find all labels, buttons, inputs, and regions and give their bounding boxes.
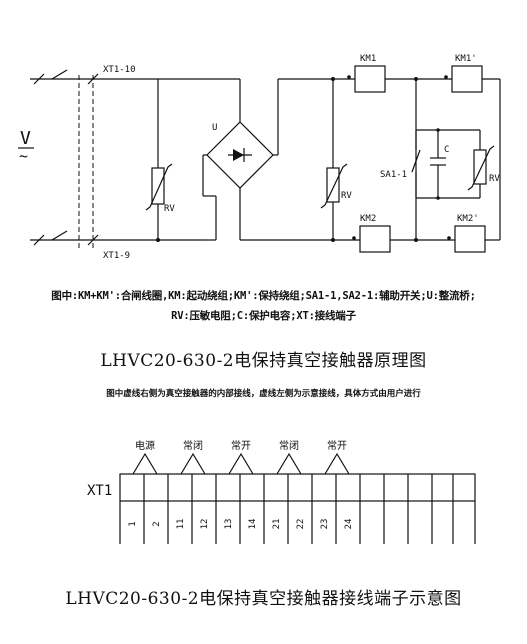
terminal-number: 24	[344, 519, 354, 530]
supply-voltage-label: V	[20, 128, 31, 149]
rv-mid-label: RV	[341, 191, 352, 201]
km1-label: KM1	[360, 54, 376, 64]
legend-line-1: 图中:KM+KM':合闸线圈,KM:起动绕组;KM':保持绕组;SA1-1,SA…	[51, 290, 476, 302]
capacitor-label: C	[444, 145, 449, 155]
terminal-number: 23	[320, 519, 330, 530]
legend-line-2: RV:压敏电阻;C:保护电容;XT:接线端子	[171, 310, 356, 322]
terminal-bottom-label: XT1-9	[103, 251, 130, 261]
schematic-title: LHVC20-630-2电保持真空接触器原理图	[100, 351, 427, 371]
terminal-number: 1	[128, 521, 138, 526]
terminal-diagram-title: LHVC20-630-2电保持真空接触器接线端子示意图	[65, 589, 462, 609]
terminal-block-label: XT1	[87, 483, 112, 499]
terminal-number: 22	[296, 519, 306, 530]
terminal-group-label: 常开	[231, 439, 251, 452]
sa1-label: SA1-1	[380, 170, 407, 180]
terminal-group-label: 常闭	[183, 439, 203, 452]
km2p-label: KM2'	[457, 214, 479, 224]
terminal-number: 13	[224, 519, 234, 530]
rv-right-label: RV	[489, 174, 500, 184]
terminal-number: 11	[176, 519, 186, 530]
terminal-number: 21	[272, 519, 282, 530]
bridge-label: U	[212, 123, 217, 133]
terminal-number: 12	[200, 519, 210, 530]
terminal-group-label: 电源	[135, 439, 155, 452]
wiring-note: 图中虚线右侧为真空接触器的内部接线，虚线左侧为示意接线，具体方式由用户进行	[106, 389, 421, 399]
terminal-group-label: 常开	[327, 439, 347, 452]
terminal-top-label: XT1-10	[103, 65, 136, 75]
terminal-group-label: 常闭	[279, 439, 299, 452]
terminal-number: 14	[248, 519, 258, 530]
rv-left-label: RV	[164, 204, 175, 214]
terminal-number: 2	[152, 521, 162, 526]
supply-ac-label: ~	[19, 147, 28, 165]
km1p-label: KM1'	[455, 54, 477, 64]
km2-label: KM2	[360, 214, 376, 224]
